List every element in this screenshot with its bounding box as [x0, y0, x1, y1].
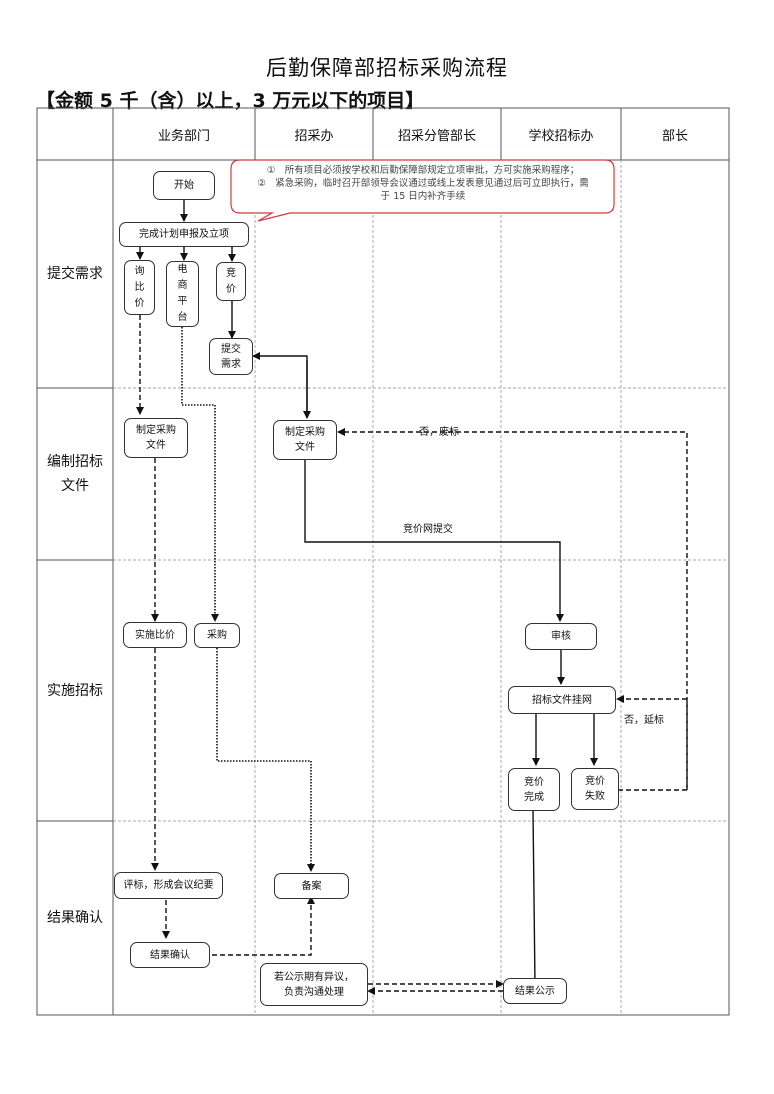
solid-edges — [136, 200, 598, 986]
node-doc-dept[interactable]: 制定采购 文件 — [124, 418, 188, 458]
lane-header-procurement-office: 招采办 — [294, 128, 334, 144]
edge-label-void: 否，废标 — [419, 427, 459, 438]
node-compare[interactable]: 实施比价 — [123, 622, 187, 648]
node-submit[interactable]: 提交 需求 — [209, 338, 253, 375]
note-callout — [230, 159, 615, 222]
node-confirm[interactable]: 结果确认 — [130, 942, 210, 968]
lane-dividers — [113, 160, 729, 1015]
lane-header-school-bidding: 学校招标办 — [528, 128, 594, 144]
node-review[interactable]: 审核 — [525, 623, 597, 650]
edge-ecommerce-purchase — [181, 327, 219, 622]
node-bid-done[interactable]: 竞价 完成 — [508, 768, 560, 811]
node-inquiry[interactable]: 询 比 价 — [124, 260, 155, 315]
table-frame — [36, 107, 730, 1016]
edge-void — [337, 428, 688, 790]
page-subtitle: 【金额 5 千（含）以上，3 万元以下的项目】 — [36, 90, 425, 112]
node-bidding[interactable]: 竞 价 — [216, 262, 246, 301]
note-line: ② 紧急采购，临时召开部领导会议通过或线上发表意见通过后可立即执行，需 — [257, 178, 589, 189]
node-start[interactable]: 开始 — [153, 171, 215, 200]
node-announce[interactable]: 结果公示 — [503, 978, 567, 1004]
dashed-edges — [136, 315, 688, 995]
phase-submit: 提交需求 — [47, 266, 103, 282]
node-purchase[interactable]: 采购 — [194, 623, 240, 648]
phase-prepare-docs: 编制招标 文件 — [47, 454, 103, 494]
phase-conduct: 实施招标 — [47, 682, 103, 699]
node-publish[interactable]: 招标文件挂网 — [508, 686, 616, 714]
node-filing[interactable]: 备案 — [274, 873, 349, 899]
page-title: 后勤保障部招标采购流程 — [266, 56, 508, 80]
lane-header-procurement-director: 招采分管部长 — [397, 128, 476, 144]
edge-label-online: 竞价网提交 — [403, 524, 453, 535]
note-text: ① 所有项目必须按学校和后勤保障部规定立项审批，方可实施采购程序； ② 紧急采购… — [232, 160, 614, 212]
edge-online-submit — [304, 460, 564, 622]
edge-confirm-filing — [212, 896, 315, 956]
node-evaluate[interactable]: 评标，形成会议纪要 — [114, 872, 223, 899]
node-bid-fail[interactable]: 竞价 失败 — [571, 768, 619, 810]
edge-purchase-filing — [216, 648, 315, 872]
node-ecommerce[interactable]: 电 商 平 台 — [166, 261, 199, 327]
node-plan[interactable]: 完成计划申报及立项 — [119, 222, 249, 247]
phase-confirm: 结果确认 — [47, 910, 103, 926]
node-objection[interactable]: 若公示期有异议， 负责沟通处理 — [260, 963, 368, 1006]
note-line: 于 15 日内补齐手续 — [380, 191, 466, 202]
note-line: ① 所有项目必须按学校和后勤保障部规定立项审批，方可实施采购程序； — [266, 165, 580, 176]
node-doc-office[interactable]: 制定采购 文件 — [273, 420, 337, 460]
edge-label-delay: 否，延标 — [624, 715, 664, 726]
dotted-edges — [181, 327, 315, 872]
lane-header-minister: 部长 — [661, 128, 688, 144]
edge-done-announce — [530, 810, 539, 986]
edge-submit-doc — [252, 352, 308, 418]
edge-delay — [616, 695, 688, 791]
lane-header-business: 业务部门 — [157, 128, 210, 144]
